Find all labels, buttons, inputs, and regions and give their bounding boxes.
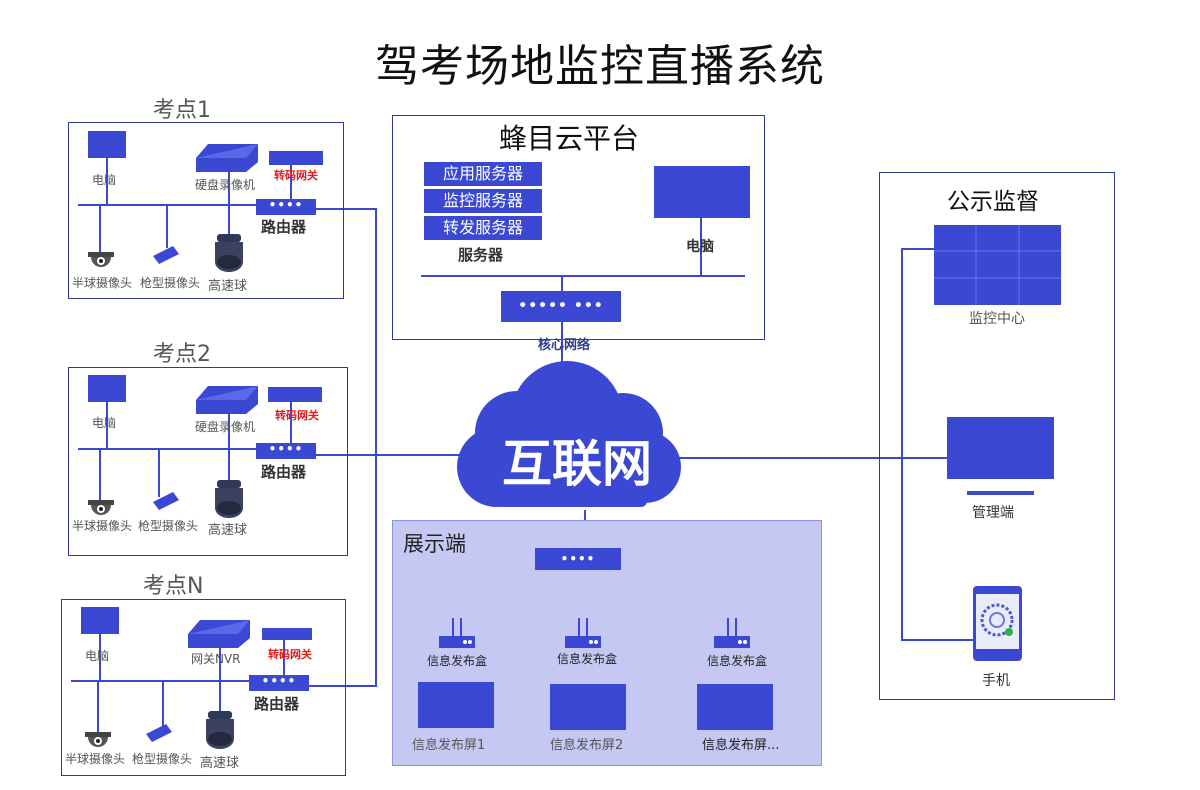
display-switch-icon: •••• xyxy=(535,548,621,570)
supervision-panel xyxy=(879,172,1115,700)
supervision-title: 公示监督 xyxy=(947,189,1039,215)
info-screen-label: 信息发布屏2 xyxy=(550,738,624,753)
site-title: 考点N xyxy=(143,574,204,599)
site-title: 考点1 xyxy=(153,98,211,123)
app-server: 应用服务器 xyxy=(424,162,542,186)
router-label: 路由器 xyxy=(254,695,300,713)
gateway-label: 转码网关 xyxy=(274,169,318,182)
forward-server: 转发服务器 xyxy=(424,216,542,240)
computer-label: 电脑 xyxy=(686,239,714,255)
computer-icon xyxy=(88,131,126,158)
router-icon: •••• xyxy=(256,443,316,459)
monitor-center-label: 监控中心 xyxy=(969,311,1025,327)
info-box-label: 信息发布盒 xyxy=(427,654,488,668)
dome-camera-label: 半球摄像头 xyxy=(72,276,133,290)
site-panel xyxy=(68,367,348,556)
info-screen-label: 信息发布屏1 xyxy=(412,738,486,753)
gateway-label: 转码网关 xyxy=(275,409,319,422)
router-icon: •••• xyxy=(256,199,316,215)
dome-camera-label: 半球摄像头 xyxy=(72,519,133,533)
bullet-camera-label: 枪型摄像头 xyxy=(140,276,201,290)
computer-icon xyxy=(81,607,119,634)
cloud-platform-panel xyxy=(392,115,765,340)
bullet-camera-icon xyxy=(153,246,179,264)
site-panel xyxy=(61,599,346,776)
bullet-camera-icon xyxy=(153,492,179,510)
computer-label: 电脑 xyxy=(92,416,117,430)
phone-label: 手机 xyxy=(982,673,1010,689)
site-title: 考点2 xyxy=(153,342,211,367)
management-label: 管理端 xyxy=(972,505,1014,521)
info-screen-label: 信息发布屏... xyxy=(702,738,780,753)
computer-label: 电脑 xyxy=(85,649,110,663)
recorder-label: 网关NVR xyxy=(191,652,241,666)
cloud-platform-title: 蜂目云平台 xyxy=(499,122,640,155)
dome-camera-icon xyxy=(85,732,111,752)
speed-dome-label: 高速球 xyxy=(208,279,248,294)
info-box-label: 信息发布盒 xyxy=(707,654,768,668)
router-label: 路由器 xyxy=(261,463,307,481)
info-screen-icon xyxy=(697,684,773,730)
info-box-icon xyxy=(565,614,601,648)
computer-icon xyxy=(654,166,750,218)
gateway-icon xyxy=(269,151,323,165)
core-network-label: 核心网络 xyxy=(538,338,591,353)
dome-camera-label: 半球摄像头 xyxy=(65,752,126,766)
speed-dome-icon xyxy=(214,234,244,272)
speed-dome-icon xyxy=(214,480,244,518)
site-panel xyxy=(68,122,344,299)
gateway-icon xyxy=(262,628,312,640)
dome-camera-icon xyxy=(88,252,114,272)
info-box-icon xyxy=(439,614,475,648)
dome-camera-icon xyxy=(88,500,114,520)
internet-label: 互联网 xyxy=(502,435,652,493)
phone-icon xyxy=(973,586,1022,661)
info-box-label: 信息发布盒 xyxy=(557,652,618,666)
bullet-camera-label: 枪型摄像头 xyxy=(132,752,193,766)
bullet-camera-icon xyxy=(146,724,172,742)
info-screen-icon xyxy=(418,682,494,728)
internet-cloud xyxy=(455,355,685,517)
gateway-label: 转码网关 xyxy=(268,648,312,661)
recorder-icon xyxy=(196,144,258,172)
computer-label: 电脑 xyxy=(92,173,117,187)
router-label: 路由器 xyxy=(261,218,307,236)
speed-dome-label: 高速球 xyxy=(208,523,248,538)
video-wall-icon xyxy=(934,225,1061,305)
bullet-camera-label: 枪型摄像头 xyxy=(138,519,199,533)
servers-label: 服务器 xyxy=(458,246,504,264)
computer-icon xyxy=(88,375,126,402)
recorder-label: 硬盘录像机 xyxy=(195,420,256,434)
monitor-server: 监控服务器 xyxy=(424,189,542,213)
speed-dome-icon xyxy=(205,711,235,749)
recorder-icon xyxy=(188,620,250,648)
recorder-icon xyxy=(196,386,258,414)
router-icon: •••• xyxy=(249,675,309,691)
display-title: 展示端 xyxy=(403,532,466,556)
info-screen-icon xyxy=(550,684,626,730)
info-box-icon xyxy=(714,614,750,648)
gateway-icon xyxy=(268,387,322,402)
speed-dome-label: 高速球 xyxy=(200,756,240,771)
management-monitor-icon xyxy=(947,417,1054,497)
core-switch-icon: ••••• ••• •••• xyxy=(501,291,621,345)
page-title: 驾考场地监控直播系统 xyxy=(375,41,825,92)
recorder-label: 硬盘录像机 xyxy=(195,178,256,192)
